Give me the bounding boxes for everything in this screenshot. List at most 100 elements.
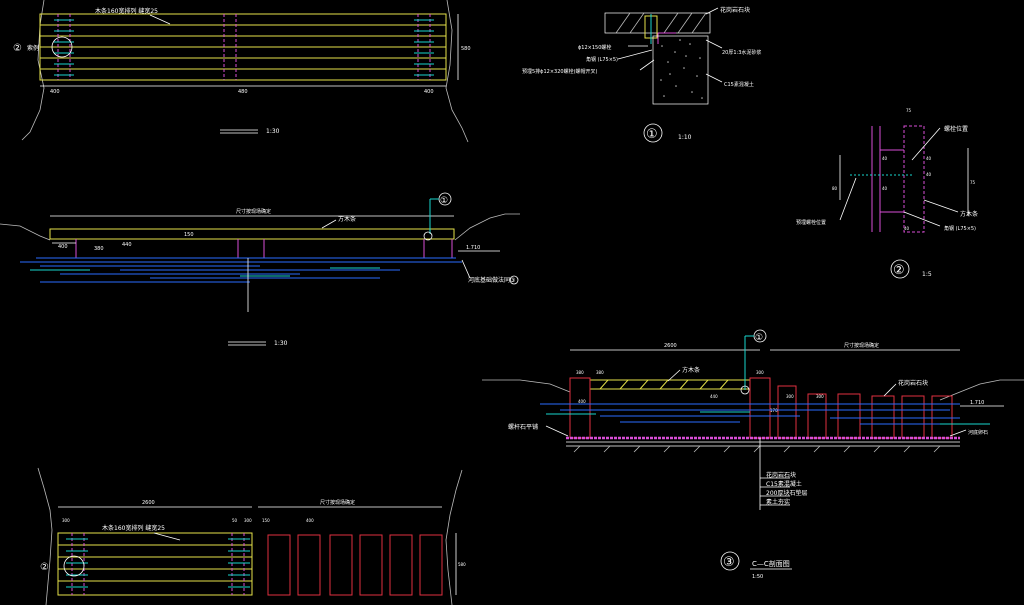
section-stone-label: 花岗岩石块 — [898, 379, 928, 387]
section-dim-7: 300 — [816, 394, 824, 399]
section-number: ③ — [723, 555, 735, 570]
plan-top-view: ② 索例 木条160宽排列 缝宽25 580 400 480 400 1:30 — [13, 0, 471, 143]
elevation-ground-right — [454, 213, 520, 241]
detail2-beam-label: 方木条 — [960, 210, 978, 218]
elevation-dim-post: 380 — [94, 246, 104, 252]
plan-top-ground-right — [445, 0, 469, 143]
detail1-leader — [705, 73, 723, 83]
section-dim-4: 440 — [710, 394, 718, 399]
detail1-bolt-label: ϕ12×150螺栓 — [578, 44, 611, 51]
elevation-dim-left: 400 — [58, 244, 68, 250]
plan-top-ground-left — [21, 0, 45, 141]
plan-top-scale: 1:30 — [266, 128, 280, 135]
section-number-circle — [720, 551, 740, 571]
plan-bottom-dim-0: 300 — [62, 518, 70, 523]
elevation-beam-label: 方木条 — [338, 215, 356, 223]
detail2-embed-label: 预埋螺栓位置 — [796, 219, 826, 226]
plan-bottom-ground-left — [37, 467, 53, 605]
detail1-number: ① — [646, 127, 658, 142]
detail2-beam — [903, 125, 925, 233]
section-scale: 1:50 — [752, 574, 763, 580]
detail2-dim-6: 75 — [970, 180, 976, 185]
plan-bottom-dim-4: 400 — [306, 518, 314, 523]
detail2-leader — [839, 177, 857, 221]
elevation-callout: ① — [440, 196, 448, 206]
section-dim-3: 400 — [578, 399, 586, 404]
section-left-leader — [545, 425, 569, 437]
plan-bottom-view: 2600 尺寸按现场确定 ② 木条160宽排列 缝宽25 — [37, 467, 466, 605]
plan-bottom-dim-3: 150 — [262, 518, 270, 523]
section-right-label: 尺寸按现场确定 — [844, 342, 879, 349]
section-cc: 2600 尺寸按现场确定 方木条 380 380 300 400 440 — [482, 329, 1024, 580]
section-dim-0: 380 — [576, 370, 584, 375]
plan-bottom-marker: ② — [40, 562, 49, 573]
detail2-dim-7: 40 — [904, 226, 910, 231]
detail1-mortar-label: 20厚1:3水泥砂浆 — [722, 49, 761, 56]
section-level: 1.710 — [970, 400, 984, 406]
section-dim-6: 300 — [786, 394, 794, 399]
section-overall: 2600 — [664, 343, 677, 349]
plan-bottom-marker-circle — [63, 555, 85, 577]
section-title: C—C剖面图 — [752, 559, 790, 568]
section-dim-1: 380 — [596, 370, 604, 375]
plan-bottom-dim-5: 580 — [458, 562, 466, 567]
detail1-concrete-label: C15素混凝土 — [724, 81, 754, 88]
elevation-dim-rail: 440 — [122, 242, 132, 248]
detail2-dim-0: 75 — [906, 108, 912, 113]
section-ground-right — [939, 379, 1024, 401]
elevation-left-view: 尺寸按现场确定 400 380 440 150 方木条 ① 1.710 — [0, 192, 520, 347]
detail1-concrete — [652, 35, 709, 105]
elevation-water-highlights — [30, 267, 380, 277]
plan-bottom-board-label: 木条160宽排列 缝宽25 — [102, 524, 165, 532]
plan-bottom-ground-right — [445, 469, 463, 605]
detail-1: 花岗岩石块 ϕ12×150螺栓 角钢 (L75×5) 预埋5排ϕ12×320螺栓… — [522, 6, 761, 143]
detail1-leader — [617, 49, 653, 60]
section-callout: ① — [755, 333, 763, 343]
plan-top-dim-right: 400 — [424, 89, 434, 95]
detail2-angle-label: 角钢 (L75×5) — [944, 225, 976, 232]
section-water-highlights — [546, 411, 990, 425]
plan-top-marker-circle — [51, 36, 73, 58]
section-layer-3: 素土夯实 — [766, 498, 790, 506]
elevation-ground-left — [0, 223, 51, 241]
detail2-number: ② — [893, 263, 905, 278]
plan-top-dim-left: 400 — [50, 89, 60, 95]
elevation-dim-small: 150 — [184, 232, 194, 238]
detail2-number-circle — [890, 259, 910, 279]
section-ground-left — [482, 379, 571, 393]
detail1-stone-hatch — [615, 12, 707, 34]
section-layer-2: 200厚块石垫层 — [766, 489, 807, 497]
detail1-top-label: 花岗岩石块 — [720, 6, 750, 14]
detail2-leader — [923, 199, 959, 213]
detail1-concrete-dots — [660, 39, 703, 99]
plan-top-board-label: 木条160宽排列 缝宽25 — [95, 7, 158, 15]
elevation-beam-leader — [321, 219, 337, 229]
plan-bottom-overall: 2600 — [142, 500, 155, 506]
elevation-water-note: 河底基础做法同③ — [468, 276, 515, 284]
section-piers — [569, 377, 953, 439]
plan-top-side-label: 索例 — [27, 44, 39, 52]
detail2-bolt-pos: 螺栓位置 — [944, 125, 968, 133]
section-dim-2: 300 — [756, 370, 764, 375]
plan-top-bolts — [54, 19, 434, 76]
elevation-scale: 1:30 — [274, 340, 288, 347]
section-beam-hatch — [599, 379, 729, 390]
plan-bottom-leader — [153, 532, 181, 541]
elevation-water — [20, 257, 462, 283]
plan-bottom-right-label: 尺寸按现场确定 — [320, 499, 355, 506]
detail2-dim-4: 40 — [926, 172, 932, 177]
detail2-leader — [903, 211, 941, 227]
elevation-overall-label: 尺寸按现场确定 — [236, 208, 271, 215]
elevation-posts — [75, 239, 453, 258]
detail1-leader — [705, 7, 719, 15]
elevation-level: 1.710 — [466, 245, 480, 251]
section-left-label: 螺杆石平铺 — [508, 423, 538, 431]
section-layer-1: C15素混凝土 — [766, 480, 802, 488]
section-stone-leader — [883, 383, 897, 397]
plan-bottom-dim-2: 300 — [244, 518, 252, 523]
plan-top-dim-height: 580 — [461, 46, 471, 52]
detail2-dim-2: 40 — [882, 186, 888, 191]
detail2-dim-5: 80 — [832, 186, 838, 191]
plan-top-marker: ② — [13, 43, 22, 54]
